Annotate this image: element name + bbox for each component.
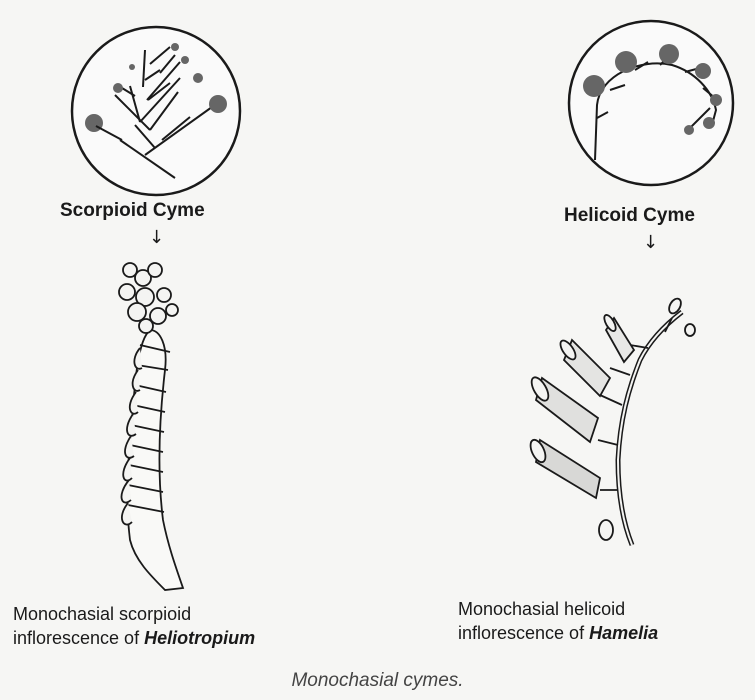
heliotropium-genus: Heliotropium [144,628,255,648]
helicoid-cyme-diagram [569,21,733,185]
scorpioid-description-line2: inflorescence of Heliotropium [13,626,255,650]
helicoid-description-line1: Monochasial helicoid [458,597,658,621]
scorpioid-cyme-diagram [72,27,240,195]
hamelia-tubular-flowers [527,297,695,540]
heliotropium-buds [119,263,178,333]
scorpioid-description: Monochasial scorpioid inflorescence of H… [13,602,255,650]
scorpioid-description-line1: Monochasial scorpioid [13,602,255,626]
helicoid-description: Monochasial helicoid inflorescence of Ha… [458,597,658,645]
helicoid-description-prefix: inflorescence of [458,623,589,643]
scorpioid-arrow: ↓ [149,229,164,247]
helicoid-description-line2: inflorescence of Hamelia [458,621,658,645]
hamelia-illustration [527,297,695,545]
helicoid-arrow: ↓ [643,234,658,252]
figure-caption: Monochasial cymes. [0,670,755,692]
helicoid-cyme-title: Helicoid Cyme [564,205,695,227]
scorpioid-description-prefix: inflorescence of [13,628,144,648]
scorpioid-cyme-title: Scorpioid Cyme [60,200,205,222]
hamelia-genus: Hamelia [589,623,658,643]
heliotropium-illustration [119,263,183,590]
